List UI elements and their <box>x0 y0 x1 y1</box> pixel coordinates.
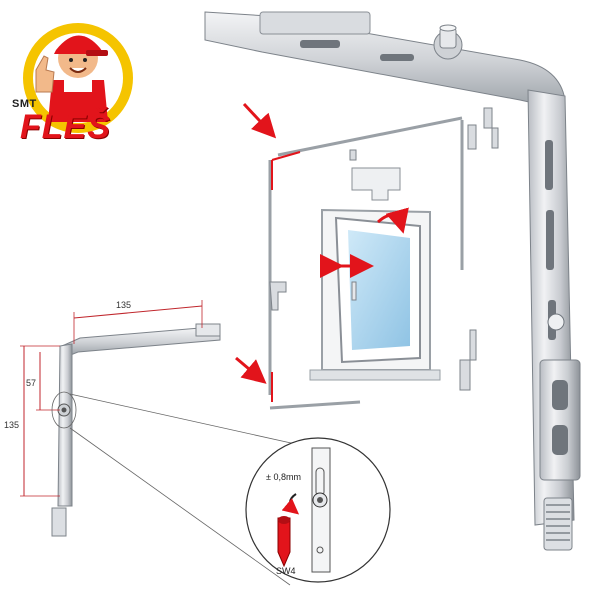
small-corner-arm-v <box>57 343 73 507</box>
part-small-2 <box>483 107 493 129</box>
corner-top-plate <box>259 11 371 35</box>
large-corner-hinge <box>204 11 581 551</box>
dim-top-line <box>73 305 203 319</box>
adjustment-label: ± 0,8mm <box>266 472 301 482</box>
mascot-overalls <box>48 80 108 122</box>
detail-plate <box>311 447 331 573</box>
corner-slot-1 <box>300 40 340 48</box>
window-sill <box>309 369 441 381</box>
tool-label: SW4 <box>276 566 296 576</box>
top-rail <box>277 116 463 157</box>
mascot-cap <box>54 35 104 54</box>
top-rail-red-corner <box>271 151 301 161</box>
vertical-hole-1 <box>547 313 565 331</box>
vertical-slot-2 <box>546 210 554 270</box>
brand-logo <box>23 23 133 133</box>
part-small-3 <box>491 127 499 149</box>
detail-hole <box>316 546 324 554</box>
vertical-bracket-slot-1 <box>552 380 568 410</box>
logo-prefix: SMT <box>12 98 37 110</box>
part-small-5 <box>459 359 471 391</box>
hex-key-tip <box>278 516 290 524</box>
exploded-hardware-diagram <box>268 107 499 410</box>
mascot-cap-brim <box>86 50 108 56</box>
part-small-6 <box>349 149 357 161</box>
vertical-bracket <box>539 359 581 481</box>
zoom-source-circle <box>51 391 77 429</box>
zoom-line-top <box>69 393 301 446</box>
logo-yellow-ring <box>23 23 133 133</box>
red-pointer-arrow-bottom <box>235 356 267 384</box>
mascot-smile <box>69 67 87 73</box>
mascot-thumb-up <box>35 55 55 93</box>
part-small-4 <box>469 329 477 361</box>
mascot-eye-left <box>69 58 73 62</box>
corner-slot-2 <box>380 54 414 61</box>
small-end-teeth <box>51 507 67 537</box>
detail-screw-inner <box>317 497 323 503</box>
rotation-arrow <box>281 493 300 515</box>
vertical-bracket-slot-2 <box>552 425 568 455</box>
zoom-detail: ± 0,8mm SW4 <box>51 391 391 586</box>
vertical-end-teeth <box>543 497 573 551</box>
part-small-1 <box>467 124 477 150</box>
window-glass <box>348 230 410 350</box>
mascot-eye-right <box>83 58 87 62</box>
dim-offset-label: 57 <box>26 378 36 388</box>
profile-section <box>351 167 401 201</box>
dim-top-label: 135 <box>116 300 131 310</box>
tilt-arrow <box>377 207 409 234</box>
zoom-line-bottom <box>69 427 291 586</box>
bottom-rail <box>269 400 361 410</box>
vertical-slot-1 <box>545 140 553 190</box>
tilt-turn-window <box>309 207 441 381</box>
dimension-drawing: 135 135 57 <box>4 300 221 537</box>
window-handle-small <box>269 281 287 311</box>
logo-brand: FLEŠ <box>20 108 111 146</box>
mascot-shirt <box>64 78 92 92</box>
small-corner-tab <box>195 323 221 337</box>
corner-pin-top <box>439 24 457 32</box>
small-corner-pin-inner <box>61 407 67 413</box>
window-handle <box>351 281 357 301</box>
teeth-lines <box>546 504 570 541</box>
dim-side-label: 135 <box>4 420 19 430</box>
red-pointer-arrow-top <box>242 102 277 139</box>
